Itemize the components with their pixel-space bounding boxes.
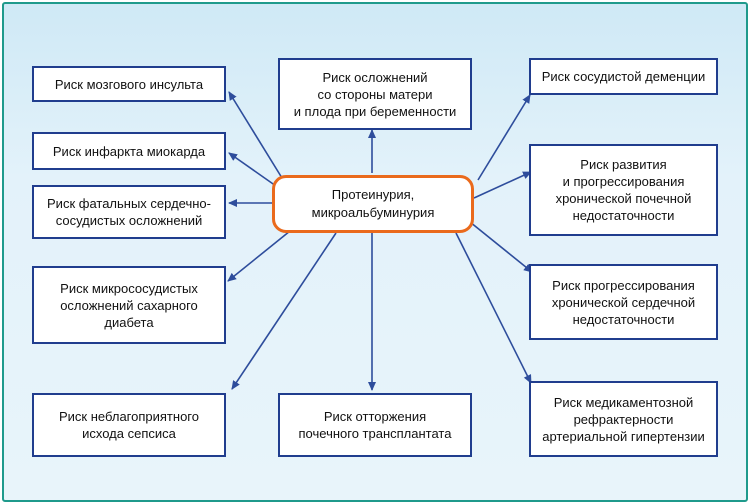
ckd-risk-box: Риск развития и прогрессирования хрониче…	[529, 144, 718, 236]
arrow-to-refractory-htn	[455, 232, 532, 384]
vascular-dementia-risk-box: Риск сосудистой деменции	[529, 58, 718, 95]
microvascular-dm-risk-box: Риск микрососудистых осложнений сахарног…	[32, 266, 226, 344]
stroke-risk-box: Риск мозгового инсульта	[32, 66, 226, 102]
refractory-htn-risk-box: Риск медикаментозной рефрактерности арте…	[529, 381, 718, 457]
arrow-to-microvascular-dm	[227, 230, 291, 282]
arrow-to-mi	[228, 152, 277, 187]
mi-risk-box: Риск инфаркта миокарда	[32, 132, 226, 170]
arrow-to-stroke	[228, 91, 283, 179]
arrow-to-vascular-dementia	[477, 94, 531, 181]
fatal-cv-risk-box: Риск фатальных сердечно- сосудистых осло…	[32, 185, 226, 239]
arrow-to-ckd	[473, 171, 532, 199]
arrow-to-sepsis	[231, 232, 337, 390]
transplant-rejection-risk-box: Риск отторжения почечного трансплантата	[278, 393, 472, 457]
chf-risk-box: Риск прогрессирования хронической сердеч…	[529, 264, 718, 340]
central-node-proteinuria: Протеинурия, микроальбуминурия	[272, 175, 474, 233]
pregnancy-risk-box: Риск осложнений со стороны матери и плод…	[278, 58, 472, 130]
arrow-to-chf	[469, 221, 533, 273]
sepsis-risk-box: Риск неблагоприятного исхода сепсиса	[32, 393, 226, 457]
